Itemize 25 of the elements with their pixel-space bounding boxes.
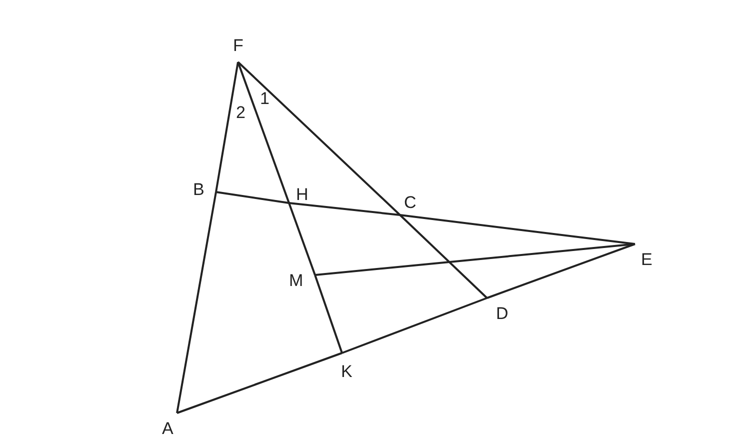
- line-segment: [342, 297, 488, 354]
- line-segment: [216, 191, 290, 204]
- line-segment: [176, 192, 217, 414]
- point-label: E: [641, 251, 652, 268]
- line-segment: [237, 61, 401, 216]
- line-segment: [486, 243, 636, 299]
- line-segment: [399, 214, 488, 299]
- angle-label: 1: [260, 90, 270, 107]
- angle-label: 2: [236, 104, 246, 121]
- line-segment: [288, 202, 316, 276]
- line-segment: [176, 352, 342, 414]
- line-segment: [237, 62, 290, 204]
- point-label: D: [496, 305, 508, 322]
- line-segment: [288, 202, 400, 216]
- line-segment: [215, 62, 239, 192]
- point-label: F: [233, 37, 244, 54]
- point-label: A: [162, 420, 174, 437]
- point-label: M: [289, 272, 304, 289]
- point-label: H: [296, 186, 308, 203]
- point-label: K: [341, 363, 352, 380]
- point-label: C: [404, 194, 416, 211]
- line-segment: [314, 274, 343, 354]
- point-label: B: [193, 181, 204, 198]
- line-segment: [400, 214, 636, 245]
- line-segment: [314, 243, 636, 276]
